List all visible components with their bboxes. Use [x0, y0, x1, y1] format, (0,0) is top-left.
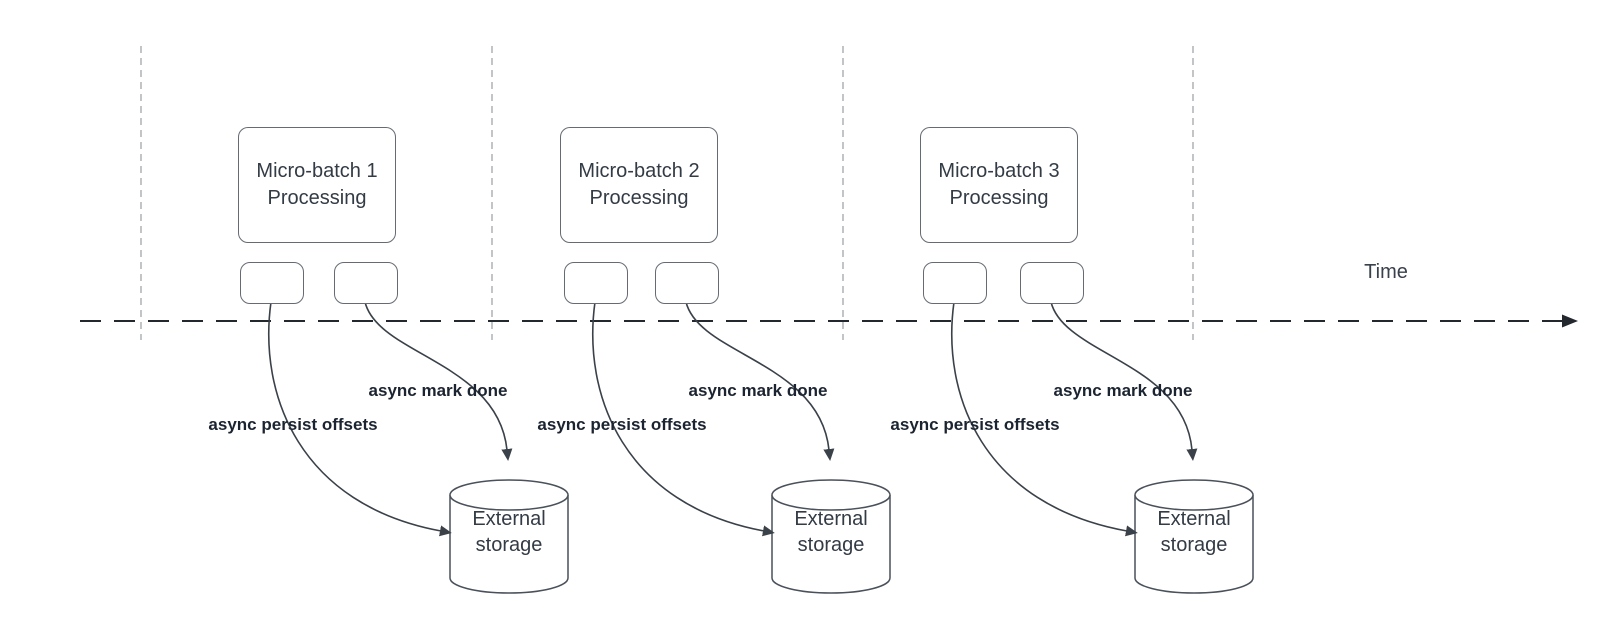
persist-offsets-label-1: async persist offsets — [208, 415, 378, 434]
persist-offsets-label-3: async persist offsets — [890, 415, 1060, 434]
cylinder-body — [1134, 495, 1254, 594]
mark-done-label-3: async mark done — [1053, 381, 1193, 400]
external-storage-cylinder-3 — [1134, 479, 1254, 594]
storage-label-line-2: storage — [1160, 534, 1228, 556]
mark-done-label-1: async mark done — [368, 381, 508, 400]
box-title-line-2: Processing — [267, 187, 367, 209]
micro-batch-3-box: Micro-batch 3 Processing — [920, 127, 1078, 243]
persist-offsets-node-3 — [923, 262, 987, 304]
mark-done-label-2: async mark done — [688, 381, 828, 400]
external-storage-cylinder-1 — [449, 479, 569, 594]
cylinder-top — [449, 479, 569, 511]
external-storage-label-2: External storage — [771, 506, 891, 558]
micro-batch-2-box: Micro-batch 2 Processing — [560, 127, 718, 243]
cylinder-body — [449, 495, 569, 594]
persist-offsets-label-2: async persist offsets — [537, 415, 707, 434]
cylinder-top — [1134, 479, 1254, 511]
external-storage-label-1: External storage — [449, 506, 569, 558]
mark-done-arrow-3 — [1050, 301, 1198, 461]
cylinder-top — [771, 479, 891, 511]
micro-batch-1-box: Micro-batch 1 Processing — [238, 127, 396, 243]
box-title-line-1: Micro-batch 2 — [578, 160, 700, 182]
external-storage-cylinder-2 — [771, 479, 891, 594]
persist-offsets-arrow-1 — [267, 301, 452, 537]
external-storage-label-3: External storage — [1134, 506, 1254, 558]
persist-offsets-arrow-2 — [591, 301, 775, 537]
box-title-line-1: Micro-batch 3 — [938, 160, 1060, 182]
storage-label-line-2: storage — [475, 534, 543, 556]
storage-label-line-1: External — [1157, 508, 1231, 530]
time-axis-label: Time — [1364, 261, 1408, 283]
storage-label-line-1: External — [794, 508, 868, 530]
mark-done-node-2 — [655, 262, 719, 304]
mark-done-arrow-2 — [685, 301, 835, 461]
mark-done-arrow-1 — [364, 301, 513, 461]
persist-offsets-arrow-3 — [950, 301, 1138, 537]
storage-label-line-2: storage — [797, 534, 865, 556]
storage-label-line-1: External — [472, 508, 546, 530]
box-title-line-2: Processing — [949, 187, 1049, 209]
box-title-line-2: Processing — [589, 187, 689, 209]
mark-done-node-1 — [334, 262, 398, 304]
mark-done-node-3 — [1020, 262, 1084, 304]
cylinder-body — [771, 495, 891, 594]
persist-offsets-node-2 — [564, 262, 628, 304]
box-title-line-1: Micro-batch 1 — [256, 160, 378, 182]
persist-offsets-node-1 — [240, 262, 304, 304]
